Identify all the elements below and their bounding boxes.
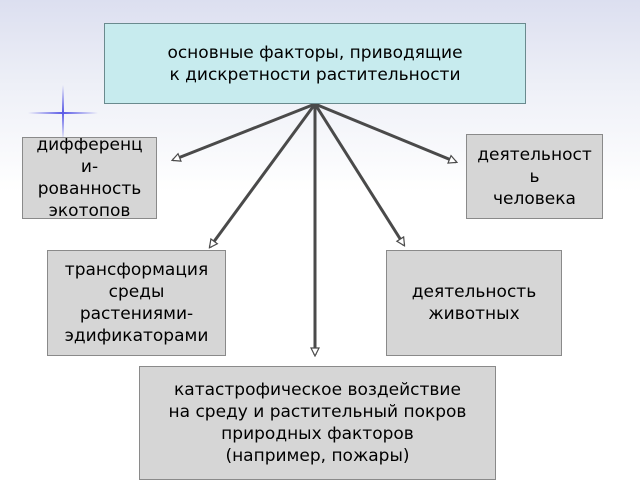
arrow-to-differentiation [173,102,316,160]
sparkle-icon-horizontal [28,112,98,114]
node-human: деятельност ь человека [466,134,603,219]
arrow-to-animals [313,103,406,245]
node-differentiation-label: дифференц и- рованность экотопов [36,137,143,219]
node-catastrophic-label: катастрофическое воздействие на среду и … [168,380,467,466]
root-factors-label: основные факторы, приводящие к дискретно… [167,42,463,85]
node-animals-label: деятельность животных [411,282,537,324]
arrow-to-transformation [210,103,317,247]
node-human-label: деятельност ь человека [477,144,592,209]
node-transformation: трансформация среды растениями- эдификат… [47,250,226,356]
node-catastrophic: катастрофическое воздействие на среду и … [139,366,496,480]
node-animals: деятельность животных [386,250,562,356]
node-transformation-label: трансформация среды растениями- эдификат… [64,260,209,346]
root-factors-box: основные факторы, приводящие к дискретно… [104,23,526,104]
arrow-to-human [314,102,456,162]
node-differentiation: дифференц и- рованность экотопов [22,137,157,219]
